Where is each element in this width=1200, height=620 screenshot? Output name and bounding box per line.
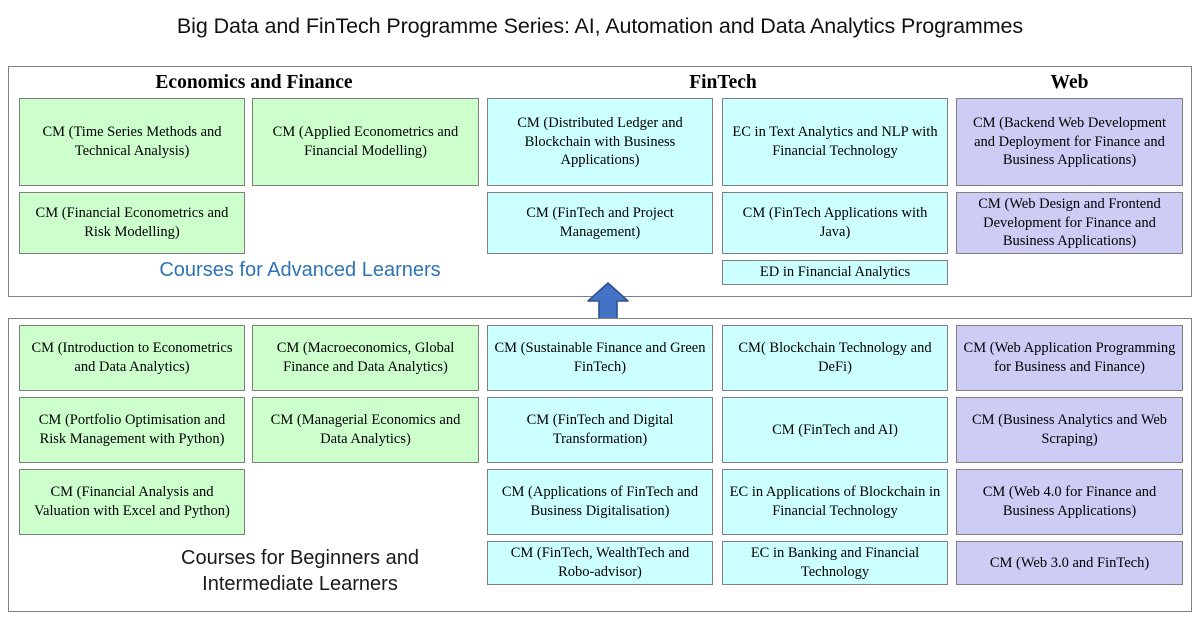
course-box[interactable]: EC in Banking and Financial Technology	[722, 541, 948, 585]
column-header-web: Web	[1050, 72, 1089, 93]
course-box[interactable]: EC in Applications of Blockchain in Fina…	[722, 469, 948, 535]
advanced-learners-caption: Courses for Advanced Learners	[159, 259, 441, 281]
column-headers-advanced: Economics and Finance FinTech Web	[9, 67, 1191, 97]
advanced-column-economics-2: CM (Applied Econometrics and Financial M…	[252, 98, 479, 296]
course-box[interactable]: CM( Blockchain Technology and DeFi)	[722, 325, 948, 391]
course-box[interactable]: CM (Introduction to Econometrics and Dat…	[19, 325, 245, 391]
course-box[interactable]: CM (Web 3.0 and FinTech)	[956, 541, 1183, 585]
course-box[interactable]: CM (Time Series Methods and Technical An…	[19, 98, 245, 186]
advanced-column-fintech-1: CM (Distributed Ledger and Blockchain wi…	[487, 98, 713, 296]
course-box[interactable]: CM (FinTech, WealthTech and Robo-advisor…	[487, 541, 713, 585]
course-box[interactable]: CM (Web Application Programming for Busi…	[956, 325, 1183, 391]
advanced-column-fintech-2: EC in Text Analytics and NLP with Financ…	[722, 98, 948, 296]
course-box[interactable]: CM (Applications of FinTech and Business…	[487, 469, 713, 535]
beginner-column-fintech-1: CM (Sustainable Finance and Green FinTec…	[487, 325, 713, 611]
course-box[interactable]: CM (Financial Econometrics and Risk Mode…	[19, 192, 245, 254]
course-box[interactable]: CM (Web 4.0 for Finance and Business App…	[956, 469, 1183, 535]
course-box[interactable]: ED in Financial Analytics	[722, 260, 948, 285]
progression-arrow-icon	[586, 282, 630, 322]
course-box[interactable]: CM (FinTech and Project Management)	[487, 192, 713, 254]
course-box[interactable]: CM (Applied Econometrics and Financial M…	[252, 98, 479, 186]
course-box[interactable]: CM (FinTech and AI)	[722, 397, 948, 463]
beginner-column-fintech-2: CM( Blockchain Technology and DeFi) CM (…	[722, 325, 948, 611]
page-title: Big Data and FinTech Programme Series: A…	[176, 14, 1024, 38]
course-box[interactable]: CM (Macroeconomics, Global Finance and D…	[252, 325, 479, 391]
course-box[interactable]: CM (Managerial Economics and Data Analyt…	[252, 397, 479, 463]
course-box[interactable]: CM (Distributed Ledger and Blockchain wi…	[487, 98, 713, 186]
advanced-column-economics-1: CM (Time Series Methods and Technical An…	[19, 98, 245, 296]
column-header-economics-and-finance: Economics and Finance	[155, 72, 353, 93]
course-box[interactable]: CM (Backend Web Development and Deployme…	[956, 98, 1183, 186]
course-box[interactable]: CM (Web Design and Frontend Development …	[956, 192, 1183, 254]
beginner-column-economics-1: CM (Introduction to Econometrics and Dat…	[19, 325, 245, 611]
beginner-learners-panel: CM (Introduction to Econometrics and Dat…	[8, 318, 1192, 612]
course-box[interactable]: CM (FinTech and Digital Transformation)	[487, 397, 713, 463]
beginner-column-economics-2: CM (Macroeconomics, Global Finance and D…	[252, 325, 479, 611]
column-header-fintech: FinTech	[689, 72, 757, 93]
course-box[interactable]: CM (FinTech Applications with Java)	[722, 192, 948, 254]
beginner-column-web: CM (Web Application Programming for Busi…	[956, 325, 1183, 611]
course-box[interactable]: CM (Business Analytics and Web Scraping)	[956, 397, 1183, 463]
course-box[interactable]: CM (Sustainable Finance and Green FinTec…	[487, 325, 713, 391]
course-box[interactable]: CM (Financial Analysis and Valuation wit…	[19, 469, 245, 535]
course-box[interactable]: CM (Portfolio Optimisation and Risk Mana…	[19, 397, 245, 463]
beginner-learners-caption: Courses for Beginners and Intermediate L…	[181, 547, 419, 595]
advanced-learners-panel: Economics and Finance FinTech Web CM (Ti…	[8, 66, 1192, 297]
course-box[interactable]: EC in Text Analytics and NLP with Financ…	[722, 98, 948, 186]
advanced-column-web: CM (Backend Web Development and Deployme…	[956, 98, 1183, 296]
